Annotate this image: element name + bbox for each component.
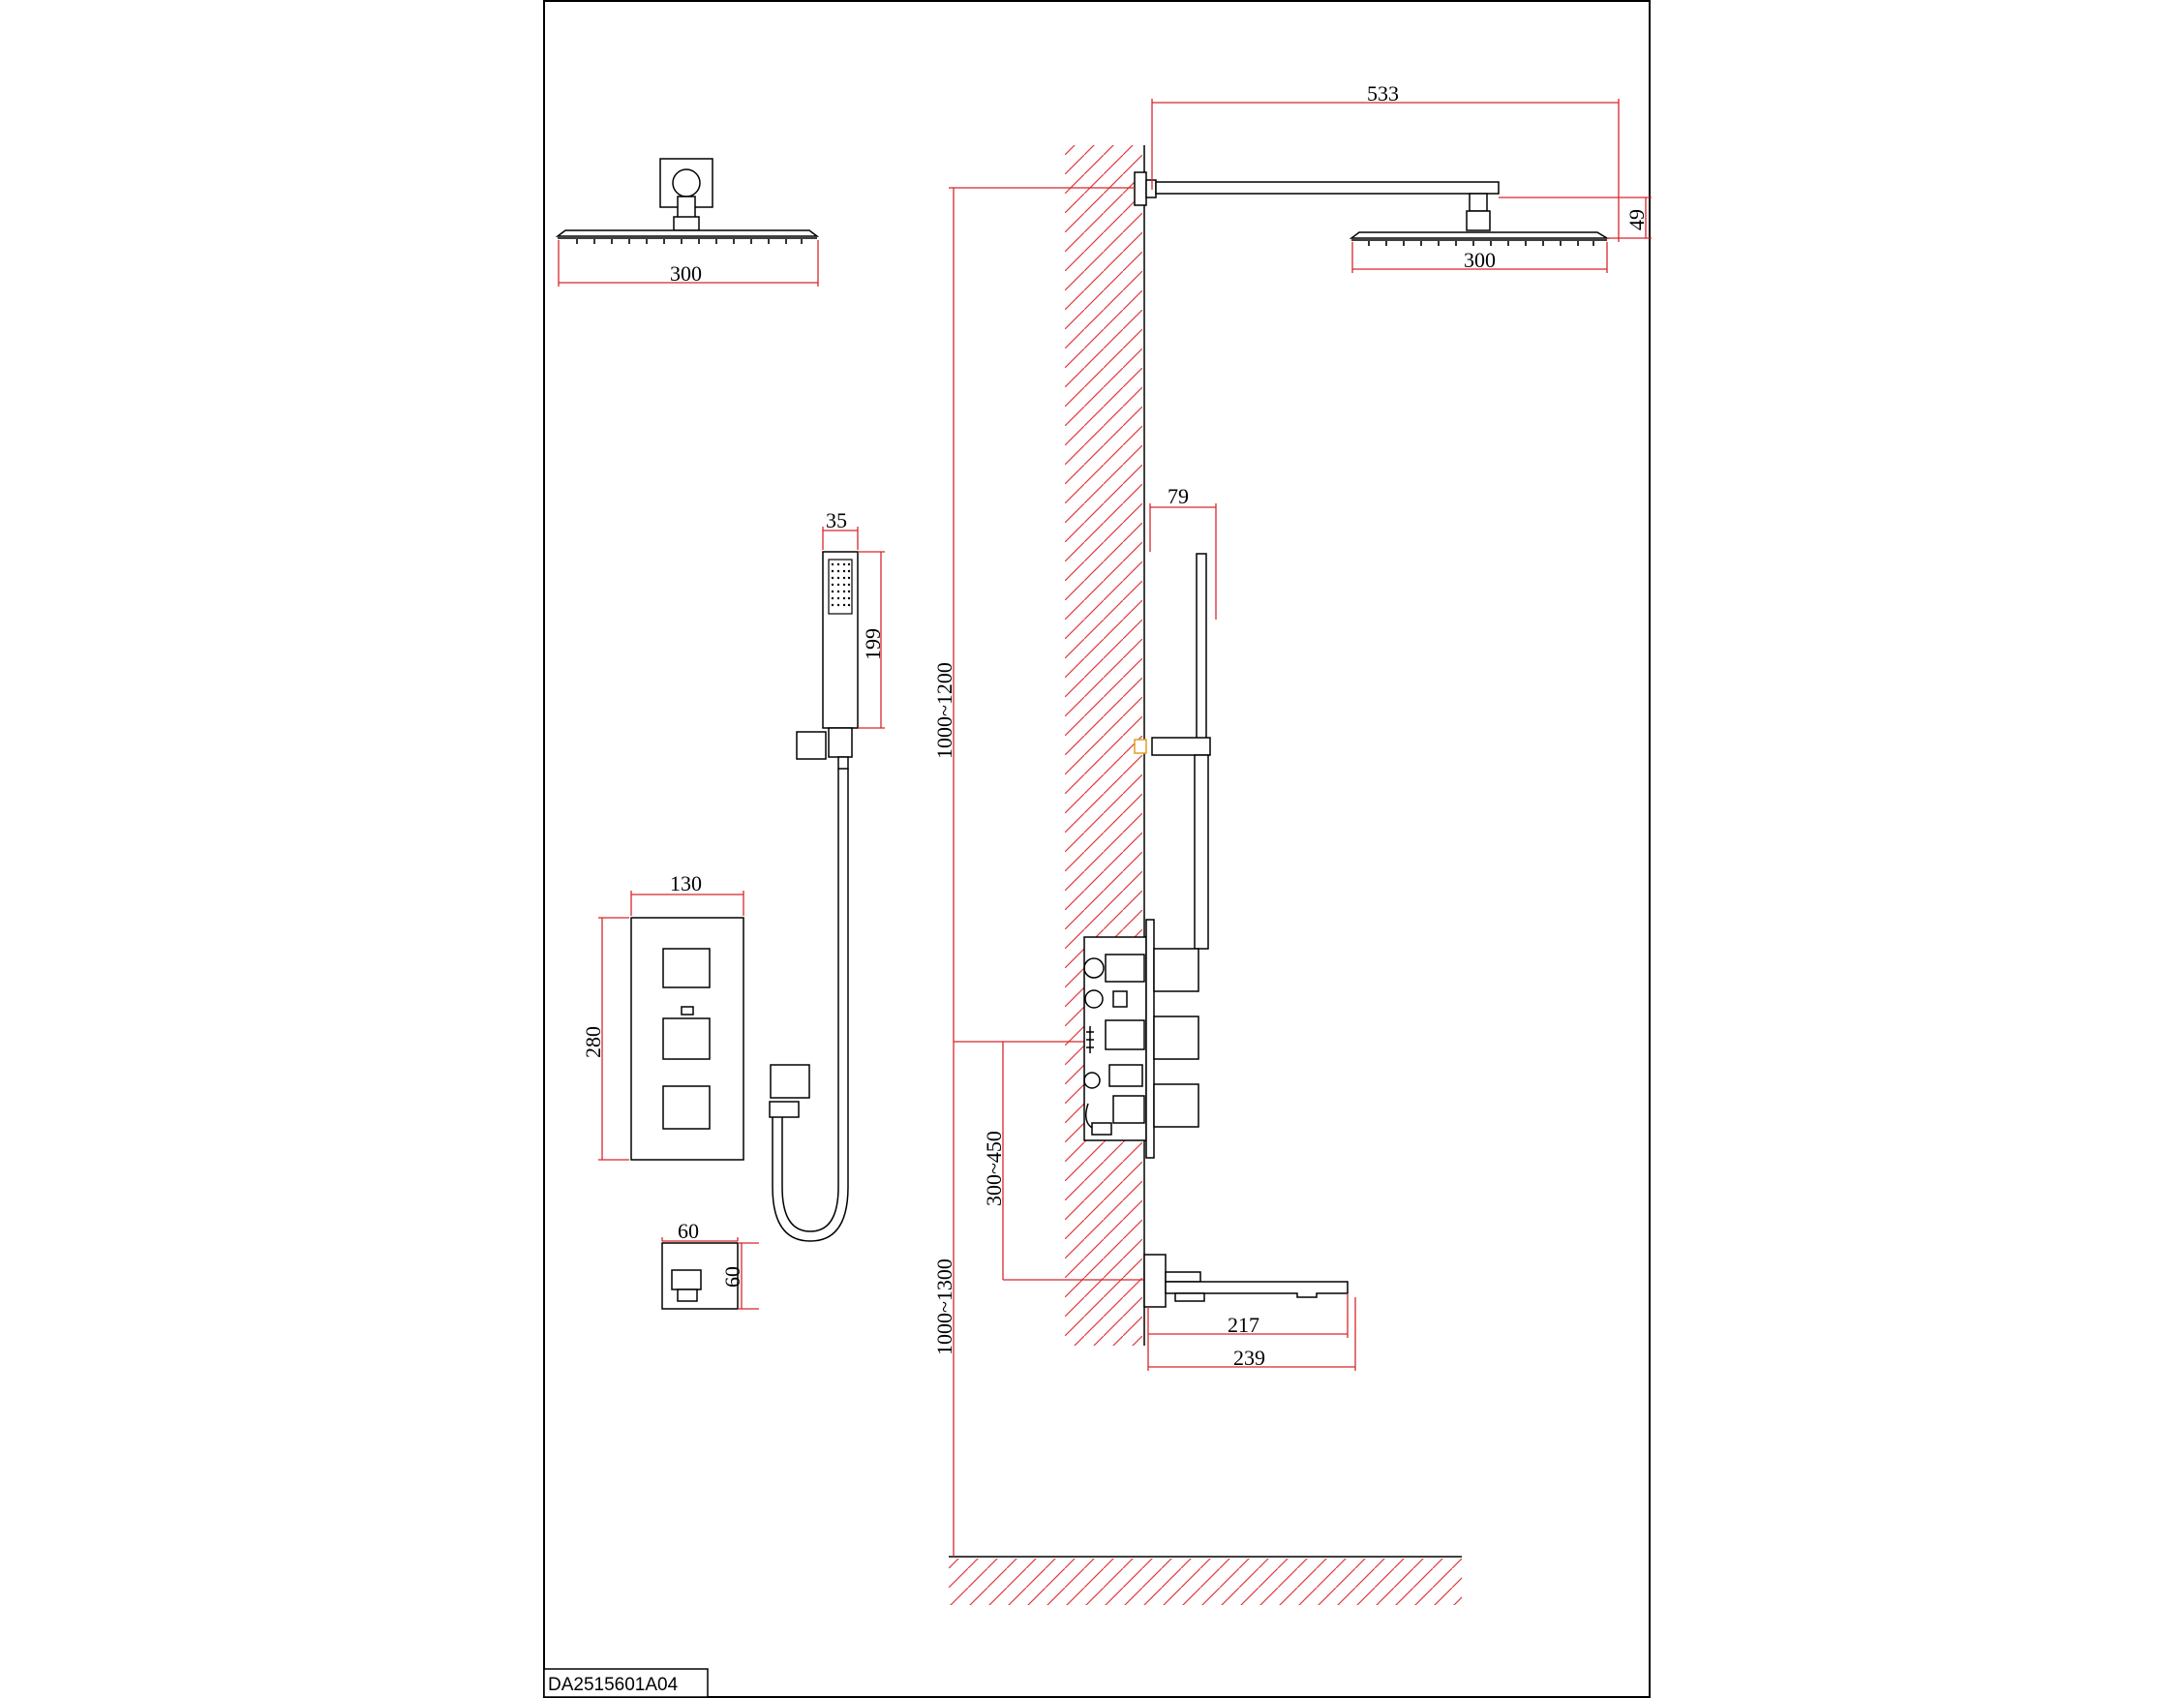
valve-body-side xyxy=(1083,919,1199,1159)
front-showerhead-view xyxy=(555,158,820,244)
svg-text:199: 199 xyxy=(861,628,885,660)
svg-text:300: 300 xyxy=(670,261,702,286)
dim-valve-spout-gap: 300~450 xyxy=(954,1041,1158,1281)
dim-side-showerhead-width: 300 xyxy=(1351,242,1608,273)
svg-text:1000~1300: 1000~1300 xyxy=(932,1258,956,1355)
dim-spout-length-inner: 217 xyxy=(1148,1293,1349,1338)
svg-text:280: 280 xyxy=(581,1026,605,1058)
dim-valve-plate-width: 130 xyxy=(630,871,744,916)
svg-text:1000~1200: 1000~1200 xyxy=(932,662,956,759)
svg-text:49: 49 xyxy=(1624,209,1649,230)
dim-slide-bar-projection: 79 xyxy=(1149,484,1217,620)
svg-text:35: 35 xyxy=(826,508,847,532)
slide-bar-side xyxy=(1134,553,1211,950)
svg-text:60: 60 xyxy=(678,1219,699,1243)
dim-spout-height-range: 1000~1300 xyxy=(932,1258,956,1355)
svg-text:60: 60 xyxy=(720,1266,744,1288)
svg-text:300: 300 xyxy=(1464,248,1496,272)
dim-arm-drop: 49 xyxy=(1499,197,1652,239)
dim-outlet-width: 60 xyxy=(661,1219,739,1243)
wall-hatch xyxy=(1065,145,1142,1346)
dim-spout-length-outer: 239 xyxy=(1147,1297,1356,1371)
dim-hand-shower-width: 35 xyxy=(822,508,859,550)
hand-shower-front xyxy=(769,551,859,1242)
valve-plate-front xyxy=(630,917,744,1161)
dim-top-showerhead-width: 300 xyxy=(558,240,819,287)
svg-text:300~450: 300~450 xyxy=(982,1131,1006,1206)
drawing-frame xyxy=(543,0,1651,1698)
svg-text:533: 533 xyxy=(1367,81,1399,106)
dim-hand-shower-length: 199 xyxy=(858,551,885,729)
dim-valve-plate-height: 280 xyxy=(581,917,629,1161)
bath-spout-side xyxy=(1143,1254,1349,1308)
svg-text:130: 130 xyxy=(670,871,702,895)
outlet-front xyxy=(661,1242,739,1310)
dim-arm-length: 533 xyxy=(1151,81,1620,242)
dim-showerhead-height-range: 1000~1200 xyxy=(932,187,1135,1557)
side-shower-arm xyxy=(1134,171,1500,231)
svg-text:239: 239 xyxy=(1233,1346,1265,1370)
title-block xyxy=(543,1668,709,1698)
svg-text:79: 79 xyxy=(1168,484,1189,508)
drawing-code-label: DA2515601A04 xyxy=(548,1675,679,1695)
side-showerhead xyxy=(1349,231,1610,246)
svg-text:217: 217 xyxy=(1228,1313,1259,1337)
floor-hatch xyxy=(949,1559,1462,1605)
dim-outlet-height: 60 xyxy=(720,1242,759,1310)
